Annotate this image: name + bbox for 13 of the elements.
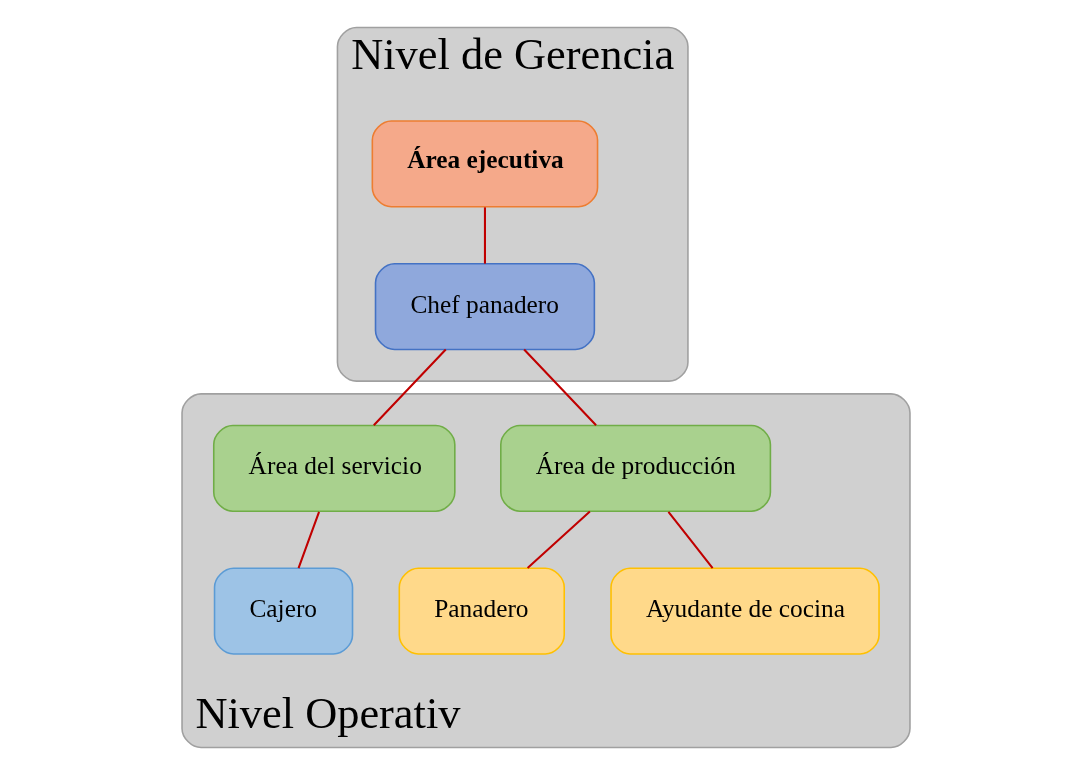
connector bbox=[526, 510, 591, 569]
node-box: Panadero bbox=[398, 567, 566, 655]
connector bbox=[297, 511, 320, 569]
connector bbox=[483, 207, 486, 264]
connector bbox=[523, 348, 597, 426]
connector bbox=[373, 348, 447, 426]
connector bbox=[667, 511, 714, 569]
node-box: Área de producción bbox=[500, 424, 772, 512]
node-box: Área ejecutiva bbox=[371, 120, 599, 208]
node-box: Chef panadero bbox=[374, 263, 596, 351]
node-box: Cajero bbox=[213, 567, 354, 655]
node-box: Ayudante de cocina bbox=[610, 567, 880, 655]
node-box: Área del servicio bbox=[212, 424, 456, 512]
